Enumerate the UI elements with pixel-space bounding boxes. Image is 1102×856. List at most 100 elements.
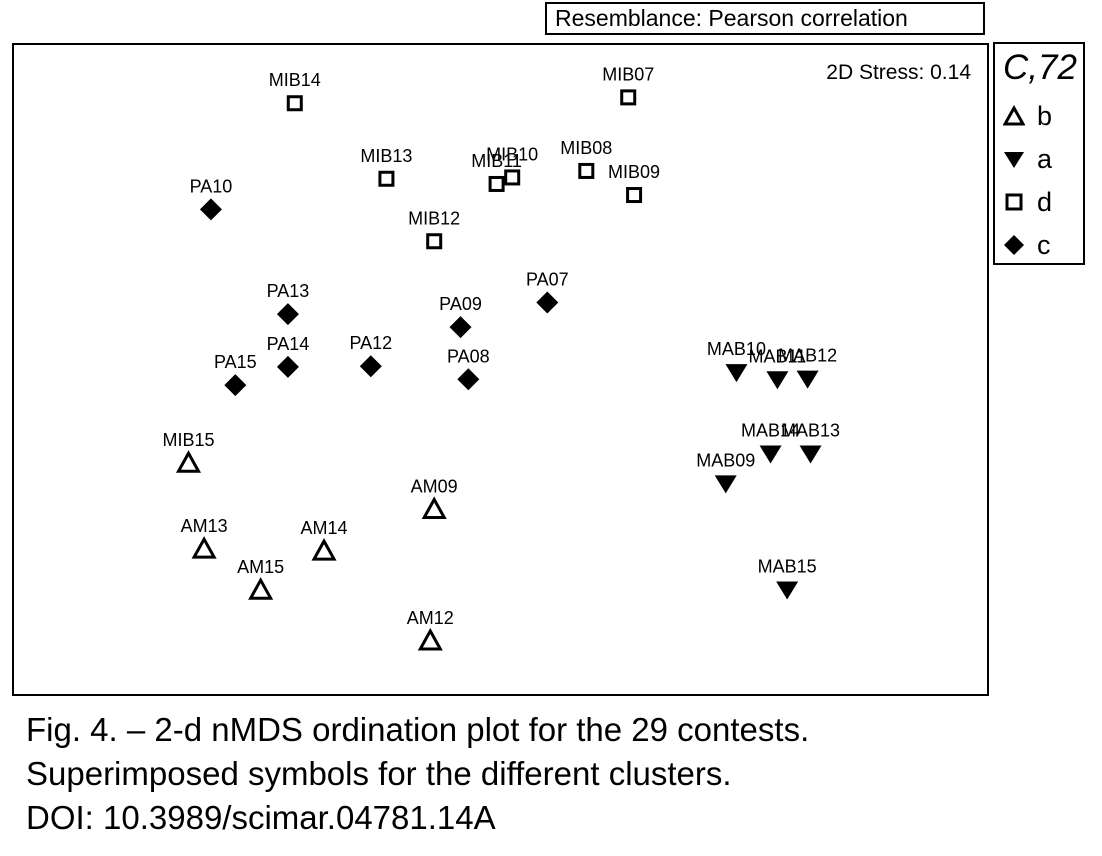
data-point: MAB15 — [758, 557, 817, 600]
point-square — [378, 170, 395, 187]
point-triangle-up — [191, 536, 217, 559]
data-point: MIB08 — [560, 138, 612, 179]
point-label: AM15 — [237, 557, 284, 577]
legend-title: C,72 — [1003, 48, 1077, 87]
data-point: AM15 — [237, 557, 284, 600]
resemblance-label: Resemblance: Pearson correlation — [545, 2, 985, 35]
point-diamond — [359, 355, 382, 378]
legend: C,72 b a d c — [993, 42, 1085, 265]
point-label: PA08 — [447, 346, 490, 366]
caption-line-2: Superimposed symbols for the different c… — [26, 755, 732, 792]
point-diamond — [276, 355, 299, 378]
point-label: PA15 — [214, 352, 257, 372]
data-point: MAB11 — [749, 346, 807, 390]
data-point: MIB07 — [602, 64, 654, 106]
point-triangle-down — [776, 581, 799, 600]
point-label: MIB15 — [162, 430, 214, 450]
point-triangle-down — [799, 445, 822, 464]
plot-frame — [12, 43, 989, 696]
point-label: AM09 — [411, 476, 458, 496]
data-point: MIB11 — [471, 151, 522, 192]
point-square — [488, 175, 505, 192]
point-square — [286, 95, 303, 112]
figure-caption: Fig. 4. – 2-d nMDS ordination plot for t… — [26, 708, 1086, 840]
point-label: PA10 — [190, 176, 233, 196]
data-point: MIB09 — [608, 162, 660, 204]
point-label: PA14 — [267, 334, 310, 354]
point-label: MAB13 — [781, 420, 840, 440]
point-label: MAB14 — [741, 420, 800, 440]
point-label: PA13 — [267, 281, 310, 301]
point-label: MAB15 — [758, 557, 817, 577]
point-diamond — [224, 374, 247, 397]
point-label: AM14 — [301, 518, 348, 538]
point-label: AM13 — [181, 516, 228, 536]
data-point: MIB12 — [408, 208, 460, 250]
triangle-up-open-icon — [1003, 105, 1025, 126]
point-triangle-down — [725, 364, 748, 383]
data-point: AM12 — [407, 608, 454, 651]
data-point: MIB10 — [486, 144, 538, 186]
data-point: MAB10 — [707, 339, 766, 383]
legend-item-b: b — [1003, 96, 1052, 136]
point-triangle-up — [175, 450, 202, 473]
point-label: PA07 — [526, 269, 569, 289]
data-point: MIB13 — [360, 146, 412, 187]
point-label: MIB13 — [360, 146, 412, 166]
point-label: AM12 — [407, 608, 454, 628]
data-point: MAB09 — [696, 450, 755, 494]
point-label: PA09 — [439, 294, 482, 314]
point-label: MAB11 — [749, 346, 807, 366]
point-label: PA12 — [349, 333, 392, 353]
point-label: MIB11 — [471, 151, 522, 171]
data-point: PA12 — [349, 333, 392, 378]
point-label: MIB12 — [408, 208, 460, 228]
data-point: PA14 — [267, 334, 310, 378]
point-diamond — [449, 316, 472, 339]
point-label: MIB07 — [602, 64, 654, 84]
data-point: PA10 — [190, 176, 233, 221]
point-diamond — [276, 303, 299, 326]
point-diamond — [536, 291, 559, 314]
legend-item-c: c — [1003, 225, 1051, 265]
legend-label-c: c — [1037, 229, 1051, 260]
point-label: MIB10 — [486, 144, 538, 164]
point-label: MAB10 — [707, 339, 766, 359]
point-label: MAB12 — [778, 346, 837, 366]
triangle-down-filled-icon — [1004, 152, 1024, 168]
diamond-filled-icon — [1004, 235, 1024, 255]
point-triangle-down — [796, 370, 819, 389]
data-point: MAB12 — [778, 346, 837, 389]
data-point: PA09 — [439, 294, 482, 339]
data-point: AM13 — [181, 516, 228, 559]
point-label: MIB09 — [608, 162, 660, 182]
point-diamond — [199, 198, 222, 221]
point-triangle-down — [766, 371, 789, 390]
data-point: MIB14 — [269, 70, 321, 112]
caption-line-3: DOI: 10.3989/scimar.04781.14A — [26, 799, 496, 836]
point-label: MAB09 — [696, 450, 755, 470]
legend-item-a: a — [1003, 139, 1052, 179]
point-triangle-up — [421, 496, 447, 519]
data-point: MAB13 — [781, 420, 840, 464]
point-square — [504, 169, 521, 186]
data-point: PA13 — [267, 281, 310, 326]
point-label: MIB14 — [269, 70, 321, 90]
point-label: MIB08 — [560, 138, 612, 158]
point-square — [620, 89, 637, 106]
point-diamond — [457, 368, 480, 391]
point-triangle-up — [311, 538, 337, 561]
stress-label: 2D Stress: 0.14 — [826, 61, 971, 84]
caption-line-1: Fig. 4. – 2-d nMDS ordination plot for t… — [26, 711, 810, 748]
point-triangle-up — [248, 577, 274, 600]
point-square — [626, 187, 643, 204]
legend-item-d: d — [1003, 182, 1052, 222]
point-square — [578, 162, 595, 179]
legend-label-a: a — [1037, 143, 1053, 174]
data-point: PA07 — [526, 269, 569, 314]
point-square — [426, 233, 443, 250]
point-triangle-up — [417, 627, 443, 651]
data-point: PA08 — [447, 346, 490, 391]
